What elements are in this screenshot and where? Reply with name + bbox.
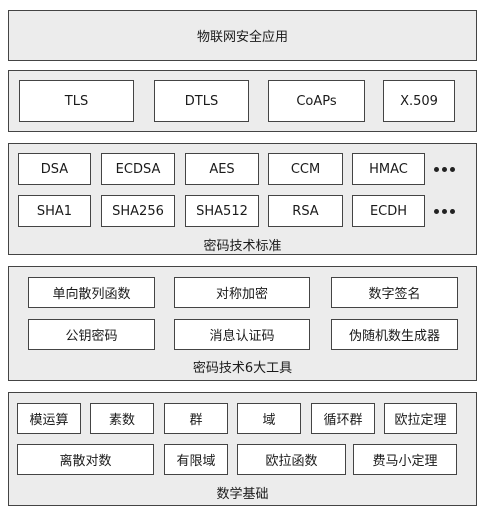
math-euler-theorem: 欧拉定理 [384,403,457,434]
standard-sha256: SHA256 [101,195,175,227]
standard-rsa: RSA [268,195,343,227]
standards-layer: DSA ECDSA AES CCM HMAC SHA1 SHA256 SHA51… [8,143,477,255]
protocol-layer: TLS DTLS CoAPs X.509 [8,70,477,132]
math-fermat-little: 费马小定理 [353,444,457,475]
math-modular: 模运算 [17,403,81,434]
math-layer: 模运算 素数 群 域 循环群 欧拉定理 离散对数 有限域 欧拉函数 费马小定理 … [8,392,477,506]
standard-sha1: SHA1 [18,195,91,227]
tool-symmetric: 对称加密 [174,277,310,308]
tool-mac: 消息认证码 [174,319,310,350]
standard-aes: AES [185,153,259,185]
more-ellipsis-icon [434,167,455,172]
protocol-tls: TLS [19,80,134,122]
tool-prng: 伪随机数生成器 [331,319,458,350]
standard-sha512: SHA512 [185,195,259,227]
math-caption: 数学基础 [216,487,269,502]
math-field: 域 [237,403,301,434]
protocol-dtls: DTLS [154,80,249,122]
tools-layer: 单向散列函数 对称加密 数字签名 公钥密码 消息认证码 伪随机数生成器 密码技术… [8,266,477,381]
tool-hash: 单向散列函数 [28,277,155,308]
standard-ecdh: ECDH [352,195,425,227]
tools-caption: 密码技术6大工具 [192,361,293,376]
math-group: 群 [164,403,228,434]
standards-caption: 密码技术标准 [203,239,282,254]
protocol-coaps: CoAPs [268,80,365,122]
standard-dsa: DSA [18,153,91,185]
standard-ecdsa: ECDSA [101,153,175,185]
standard-ccm: CCM [268,153,343,185]
standard-hmac: HMAC [352,153,425,185]
tool-public-key: 公钥密码 [28,319,155,350]
math-cyclic-group: 循环群 [311,403,375,434]
tool-signature: 数字签名 [331,277,458,308]
more-ellipsis-icon [434,209,455,214]
math-finite-field: 有限域 [164,444,228,475]
app-layer: 物联网安全应用 [8,10,477,61]
math-discrete-log: 离散对数 [17,444,154,475]
protocol-x509: X.509 [383,80,455,122]
math-euler-function: 欧拉函数 [237,444,346,475]
math-prime: 素数 [90,403,154,434]
app-layer-title: 物联网安全应用 [196,30,288,45]
